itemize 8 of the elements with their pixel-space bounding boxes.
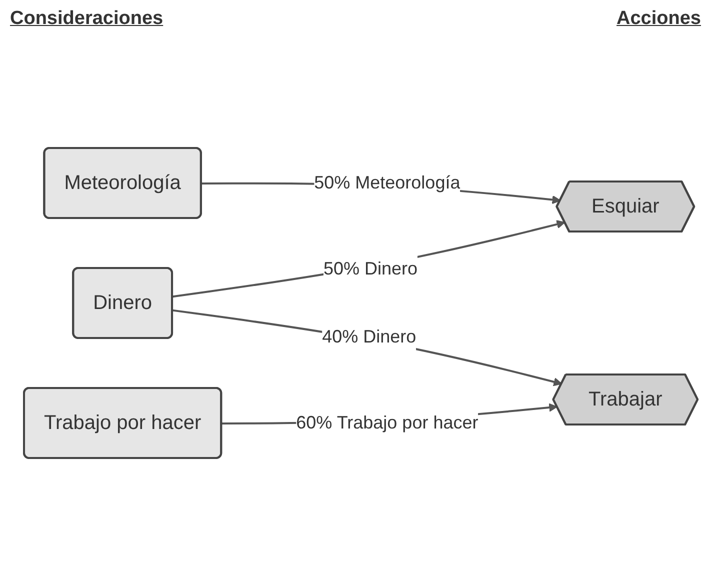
edge-label: 60% Trabajo por hacer: [296, 412, 478, 432]
edge-label: 40% Dinero: [322, 326, 416, 347]
arrow: [172, 220, 565, 298]
edge-label: 50% Dinero: [323, 258, 418, 278]
column-heading: Consideraciones: [10, 8, 164, 31]
arrow: [172, 309, 562, 386]
edge-label: 50% Meteorología: [314, 172, 460, 192]
column-heading: Acciones: [616, 8, 701, 31]
